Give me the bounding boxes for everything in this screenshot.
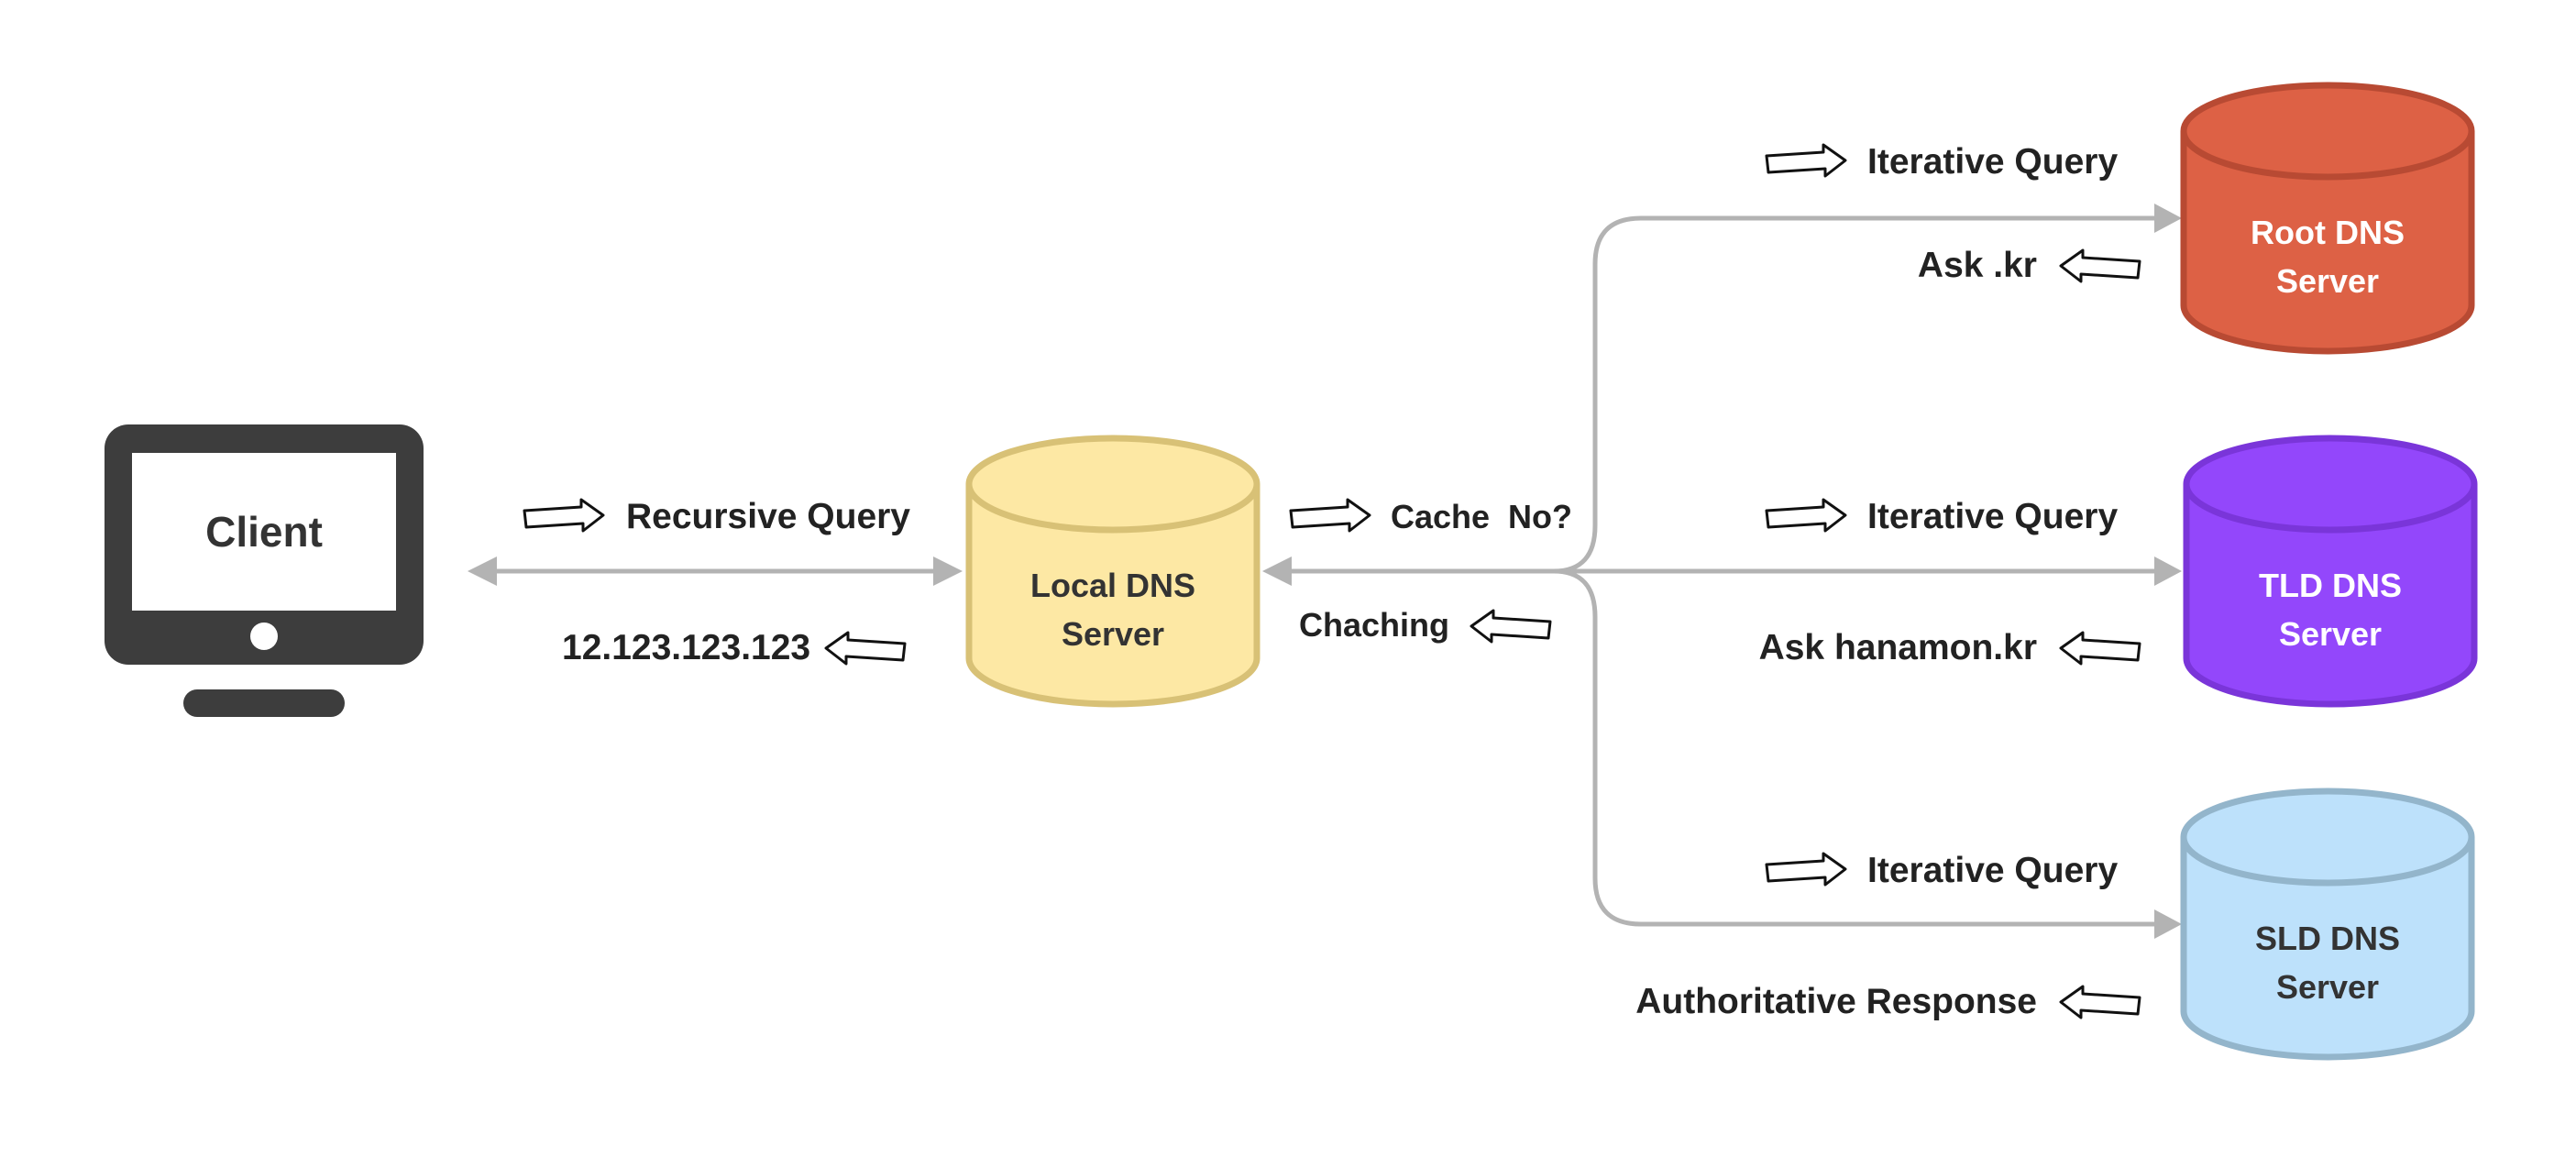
ip-response-label: 12.123.123.123 xyxy=(562,628,810,667)
local-dns-top xyxy=(965,435,1260,534)
tld-dns-label-line2: Server xyxy=(2279,615,2382,653)
client-label: Client xyxy=(205,508,323,556)
arrowhead-client xyxy=(468,556,497,586)
local-sld-connector xyxy=(1553,568,2159,927)
arrow-left-outline-icon xyxy=(2059,985,2141,1019)
root-dns-body xyxy=(2180,131,2475,355)
root-dns-label-line2: Server xyxy=(2276,262,2379,300)
local-root-connector xyxy=(1553,215,2159,574)
arrow-left-outline-icon xyxy=(1470,609,1552,644)
arrowhead-root xyxy=(2154,204,2182,233)
sld-dns-body xyxy=(2180,837,2475,1061)
cache-check-label: Cache No? xyxy=(1391,498,1572,535)
root-response-label: Ask .kr xyxy=(1918,246,2037,285)
client-node: Client xyxy=(105,424,424,717)
arrowhead-tld xyxy=(2154,556,2182,586)
connectors xyxy=(495,215,2159,927)
sld-dns-label-line2: Server xyxy=(2276,968,2379,1006)
monitor-power-button xyxy=(250,623,278,650)
local-dns-node: Local DNS Server xyxy=(965,435,1260,708)
arrowhead-sld xyxy=(2154,909,2182,939)
tld-dns-body xyxy=(2183,484,2478,708)
recursive-query-label: Recursive Query xyxy=(626,497,910,536)
root-dns-top xyxy=(2180,82,2475,181)
sld-query-label: Iterative Query xyxy=(1867,851,2118,890)
tld-dns-node: TLD DNS Server xyxy=(2183,435,2478,708)
arrow-left-outline-icon xyxy=(824,631,907,666)
arrow-right-outline-icon xyxy=(1289,498,1371,533)
caching-label: Chaching xyxy=(1299,606,1449,644)
arrowhead-local-right xyxy=(1262,556,1292,586)
arrow-right-outline-icon xyxy=(1765,852,1847,887)
sld-response-label: Authoritative Response xyxy=(1635,982,2037,1021)
arrow-right-outline-icon xyxy=(1765,143,1847,178)
arrow-left-outline-icon xyxy=(2059,248,2141,283)
sld-dns-top xyxy=(2180,788,2475,887)
tld-response-label: Ask hanamon.kr xyxy=(1759,628,2037,667)
local-dns-label-line2: Server xyxy=(1062,615,1164,653)
monitor-stand xyxy=(183,689,345,717)
tld-dns-label-line1: TLD DNS xyxy=(2259,567,2402,604)
arrow-left-outline-icon xyxy=(2059,631,2141,666)
arrowhead-local-left xyxy=(933,556,963,586)
local-dns-label-line1: Local DNS xyxy=(1030,567,1195,604)
tld-dns-top xyxy=(2183,435,2478,534)
tld-query-label: Iterative Query xyxy=(1867,497,2118,536)
connector-arrowheads xyxy=(468,204,2182,939)
root-dns-node: Root DNS Server xyxy=(2180,82,2475,355)
sld-dns-node: SLD DNS Server xyxy=(2180,788,2475,1061)
root-query-label: Iterative Query xyxy=(1867,142,2118,182)
arrow-right-outline-icon xyxy=(1765,498,1847,533)
sld-dns-label-line1: SLD DNS xyxy=(2255,920,2400,957)
root-dns-label-line1: Root DNS xyxy=(2251,214,2405,251)
local-dns-body xyxy=(965,484,1260,708)
monitor-screen xyxy=(132,453,396,611)
arrow-right-outline-icon xyxy=(523,498,605,533)
